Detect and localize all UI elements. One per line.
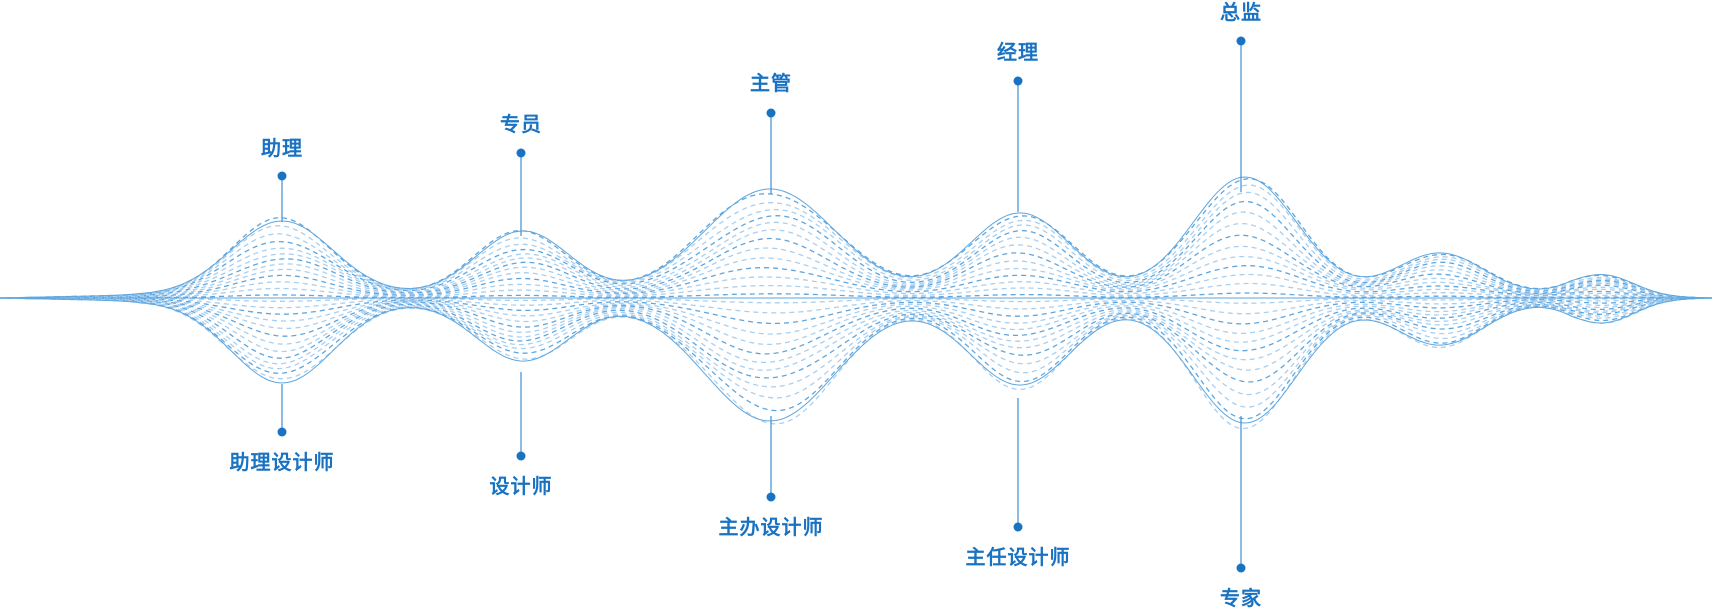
wave-envelope: [0, 297, 1713, 424]
level-label-bottom-assistant: 助理设计师: [229, 450, 335, 474]
level-label-top-assistant: 助理: [261, 136, 303, 160]
wave-line: [0, 297, 1713, 430]
level-label-top-director: 总监: [1220, 0, 1262, 24]
wave-line: [0, 297, 1712, 304]
wave-line: [0, 297, 1712, 346]
level-label-bottom-supervisor: 主办设计师: [718, 515, 824, 539]
wave-line: [0, 297, 1713, 420]
level-label-bottom-director: 专家: [1220, 586, 1262, 610]
level-label-bottom-specialist: 设计师: [489, 474, 553, 498]
wave-line: [0, 191, 1713, 299]
level-label-top-manager: 经理: [997, 40, 1039, 64]
wave-line: [0, 211, 1713, 299]
level-label-bottom-manager: 主任设计师: [965, 545, 1071, 569]
marker-dot-bottom-specialist: [516, 451, 526, 461]
marker-dot-top-specialist: [516, 148, 526, 158]
wave-line: [0, 273, 1712, 299]
wave-line: [0, 282, 1712, 299]
wave-line: [0, 297, 1713, 383]
wave-line: [0, 297, 1712, 355]
marker-dot-top-director: [1236, 36, 1246, 46]
marker-dot-top-manager: [1013, 76, 1023, 86]
level-label-top-specialist: 专员: [500, 112, 542, 136]
wave-line: [0, 297, 1713, 364]
wave-line: [0, 184, 1713, 299]
wave-line: [0, 200, 1713, 299]
wave-envelope: [0, 176, 1713, 299]
marker-dot-bottom-supervisor: [766, 492, 776, 502]
wave-line: [0, 297, 1713, 408]
wave-line: [0, 297, 1712, 335]
wave-line: [0, 245, 1712, 299]
wave-line: [0, 292, 1712, 299]
marker-dot-bottom-manager: [1013, 522, 1023, 532]
wave-line: [0, 297, 1713, 396]
wave-line: [0, 297, 1712, 315]
wave-band: [0, 176, 1713, 430]
marker-dot-top-assistant: [277, 171, 287, 181]
marker-dot-bottom-director: [1236, 563, 1246, 573]
marker-dot-top-supervisor: [766, 108, 776, 118]
level-label-top-supervisor: 主管: [750, 71, 792, 95]
wave-line: [0, 178, 1713, 299]
marker-dot-bottom-assistant: [277, 427, 287, 437]
wave-line: [0, 265, 1712, 299]
wave-line: [0, 297, 1712, 325]
level-markers: [277, 36, 1246, 573]
wave-line: [0, 297, 1713, 371]
wave-line: [0, 234, 1712, 299]
wave-line: [0, 255, 1712, 299]
